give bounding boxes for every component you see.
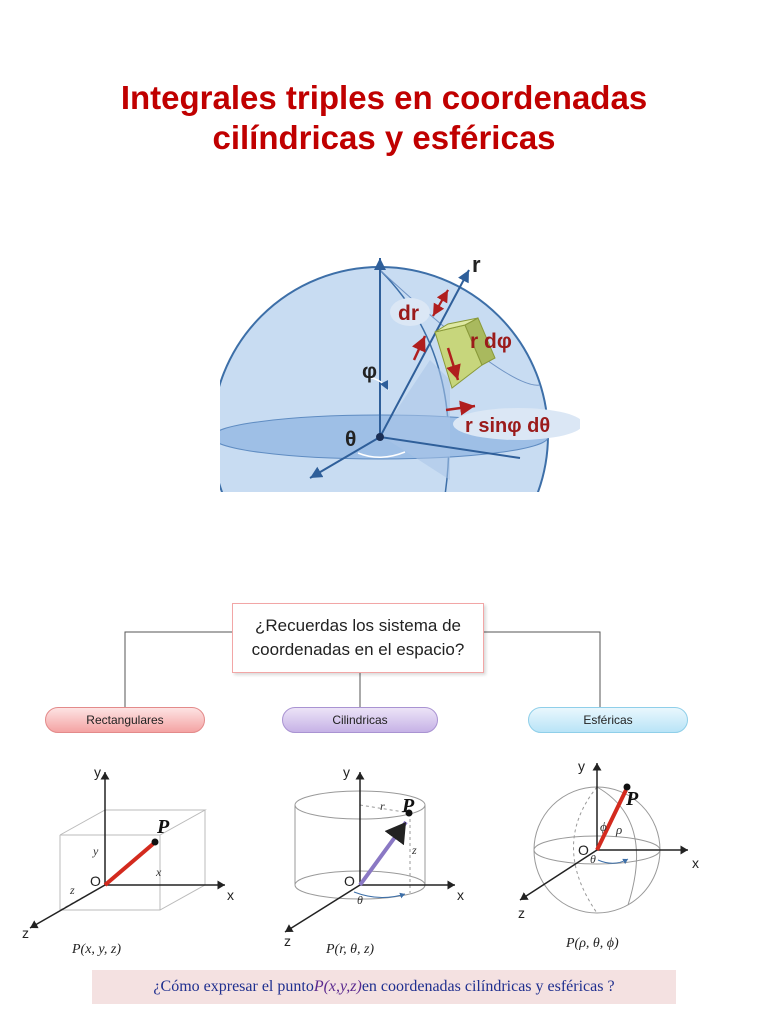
theta-label: θ (345, 428, 356, 451)
x-axis-label: x (227, 887, 234, 903)
y-axis-label: y (94, 764, 101, 780)
r-label: r (472, 252, 481, 277)
P-label: P (156, 816, 170, 838)
connector-rect (124, 631, 232, 707)
point-P (405, 809, 413, 817)
title-line-2: cilíndricas y esféricas (212, 119, 556, 156)
dr-label: dr (398, 302, 419, 325)
origin-label: O (90, 873, 101, 889)
dr-bottom-arrow (432, 289, 449, 317)
rect-caption: P(x, y, z) (72, 942, 121, 957)
phi-label: ϕ (600, 819, 607, 834)
r-dphi-label: r dφ (470, 330, 512, 353)
z-dim-label: z (411, 843, 417, 857)
bottom-suffix: en coordenadas cilíndricas y esféricas ? (361, 978, 615, 995)
x-dim-label: x (155, 865, 162, 879)
spacer (0, 0, 1, 1)
z-axis (284, 884, 361, 933)
rdphi-arrow (446, 347, 461, 381)
theta-arc (597, 858, 629, 865)
rsin-label-bubble (453, 408, 580, 440)
theta-arc (353, 891, 406, 899)
title-line-1: Integrales triples en coordenadas (120, 79, 648, 116)
spherical-volume-element-figure: dr r r dφ φ θ r sinφ dθ (220, 252, 580, 492)
r-dim-label: r (380, 799, 385, 813)
x-axis (309, 436, 381, 479)
branch-esfericas: Esféricas (528, 707, 688, 733)
dr-label-bubble (390, 298, 430, 326)
z-axis-label: z (518, 905, 525, 921)
page-title: Integrales triples en coordenadas cilínd… (0, 78, 768, 158)
position-vector (358, 820, 408, 887)
P-label: P (625, 788, 639, 810)
theta-label: θ (357, 893, 363, 907)
wedge-plane (380, 360, 450, 480)
origin-label: O (578, 842, 589, 858)
sphere-shape (220, 266, 549, 492)
volume-element-top (434, 317, 479, 333)
cyl-caption: P(r, θ, z) (326, 942, 375, 957)
point-P (151, 838, 159, 846)
theta-label: θ (590, 852, 596, 866)
P-label: P (401, 795, 415, 817)
phi-label: φ (362, 360, 377, 383)
spherical-diagram: y x z O P ϕ ρ θ (518, 758, 699, 921)
theta-arc (357, 451, 406, 458)
rho-label: ρ (615, 822, 622, 837)
branch-cilindricas: Cilindricas (282, 707, 438, 733)
connector-sph (484, 631, 601, 707)
y-dim-label: y (92, 844, 99, 858)
x-axis-label: x (692, 855, 699, 871)
bottom-question: ¿Cómo expresar el punto P(x,y,z) en coor… (92, 970, 676, 1004)
z-axis-label: z (22, 925, 29, 940)
branch-rectangulares: Rectangulares (45, 707, 205, 733)
x-axis-label: x (457, 887, 464, 903)
origin-label: O (344, 873, 355, 889)
bottom-prefix: ¿Cómo expresar el punto (153, 978, 314, 995)
y-axis-label: y (578, 758, 585, 774)
z-axis-label: z (284, 933, 291, 949)
origin-point (376, 433, 384, 441)
y-axis-label: y (343, 764, 350, 780)
branch-label: Cilindricas (332, 713, 388, 727)
dr-arrow (411, 335, 427, 361)
point-P (623, 783, 631, 791)
radius-vector (379, 269, 470, 438)
question-box: ¿Recuerdas los sistema de coordenadas en… (232, 603, 484, 673)
z-dim-label: z (69, 883, 75, 897)
question-text: ¿Recuerdas los sistema de coordenadas en… (251, 616, 465, 659)
mindmap-connectors (124, 631, 601, 707)
branch-label: Esféricas (583, 713, 633, 727)
position-vector (595, 789, 628, 851)
y-axis (379, 436, 521, 459)
z-axis (519, 849, 598, 901)
rectangular-diagram: y x O P y x z z (22, 764, 234, 940)
r-sinphi-dtheta-label: r sinφ dθ (465, 415, 550, 437)
bottom-point: P(x,y,z) (313, 978, 362, 995)
z-axis (29, 884, 106, 929)
cylindrical-diagram: y x z O P r z θ (284, 764, 464, 949)
position-vector (103, 842, 155, 887)
rsinphi-arrow (445, 400, 476, 416)
phi-arc (367, 376, 389, 391)
sph-caption: P(ρ, θ, ϕ) (566, 936, 619, 951)
branch-label: Rectangulares (86, 713, 164, 727)
